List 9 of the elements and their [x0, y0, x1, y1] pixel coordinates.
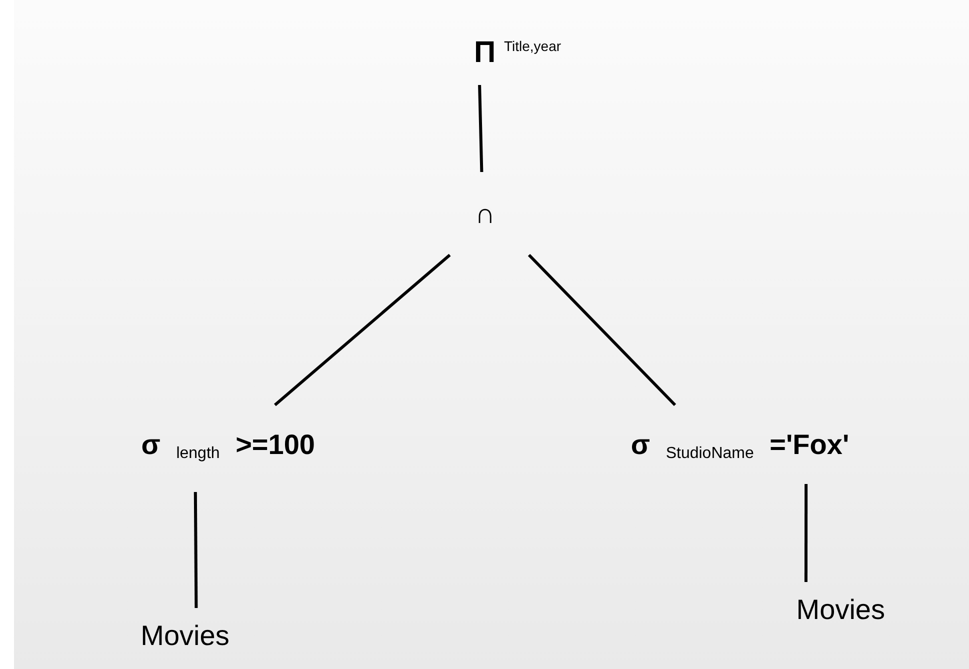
- connector-line: [194, 492, 198, 608]
- connector-line: [804, 484, 808, 582]
- connector-line: [274, 254, 451, 406]
- connector-line: [528, 254, 676, 406]
- operator-label: Movies: [796, 596, 885, 624]
- operator-label: ∩: [474, 200, 496, 228]
- connector-line: [478, 84, 484, 172]
- operator-label: Movies: [140, 622, 230, 650]
- operator-label: σ $_{StudioName}$ ='Fox': [630, 430, 850, 458]
